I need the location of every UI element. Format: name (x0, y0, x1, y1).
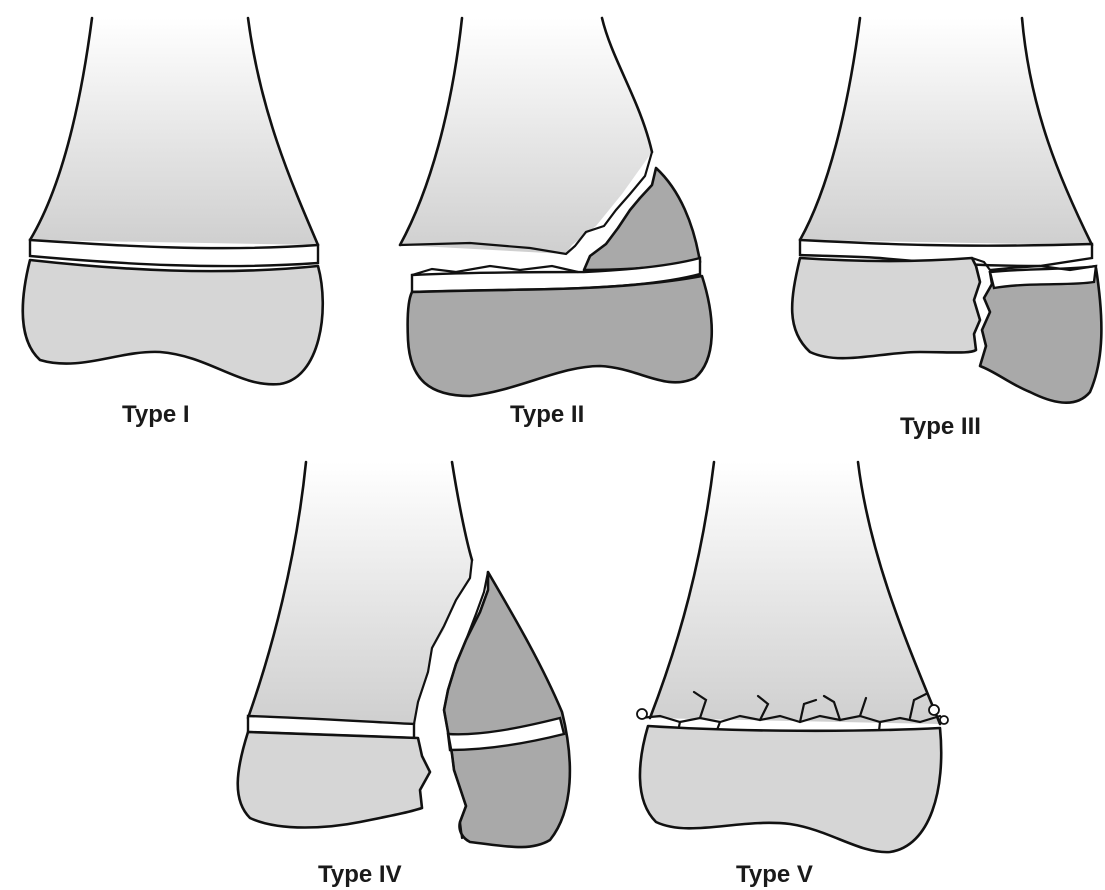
type-3-fracture (792, 18, 1101, 403)
type-5-shaft (650, 462, 940, 724)
type-4-fracture-fragment (444, 572, 570, 847)
type-5-label: Type V (736, 861, 813, 888)
type-3-label: Type III (900, 413, 981, 440)
type-4-shaft (248, 462, 472, 724)
type-4-epiphysis-left (238, 732, 430, 828)
type-5-fracture (637, 462, 948, 852)
type-2-epiphysis (408, 276, 712, 396)
type-4-label: Type IV (318, 861, 402, 888)
type-5-epiphysis (640, 726, 941, 852)
type-1-fracture (23, 18, 323, 384)
type-4-fracture (238, 462, 570, 847)
type-1-label: Type I (122, 401, 190, 428)
type-1-epiphysis (23, 260, 323, 384)
type-3-shaft (800, 18, 1092, 245)
type-2-fracture (400, 18, 712, 396)
type-2-label: Type II (510, 401, 584, 428)
type-3-epiphysis (792, 258, 980, 358)
